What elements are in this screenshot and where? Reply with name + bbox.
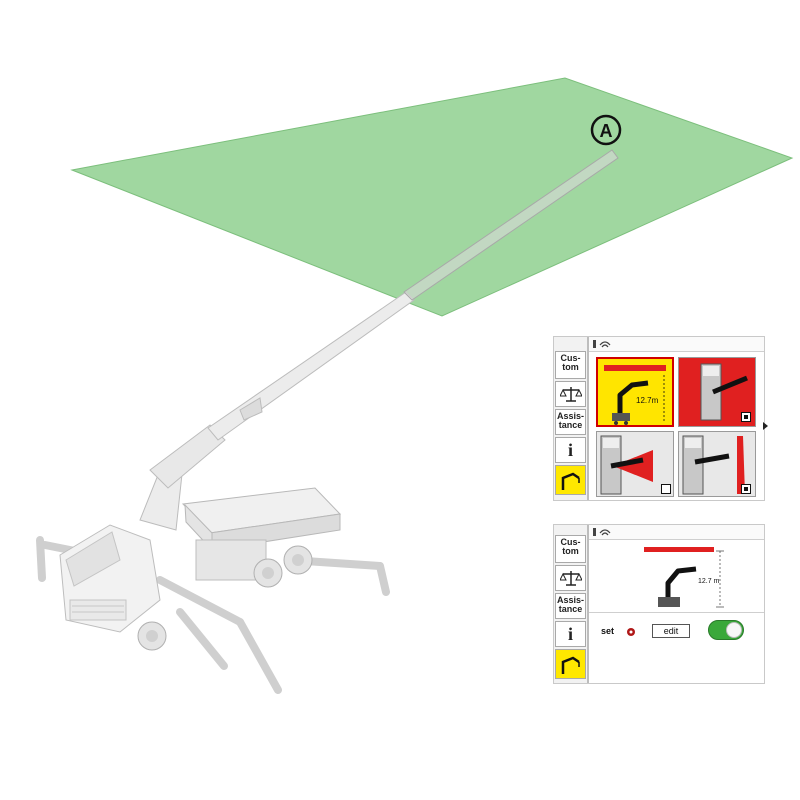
svg-text:A: A bbox=[600, 121, 613, 141]
height-value-label: 12.7m bbox=[636, 396, 659, 405]
slew-right-icon bbox=[700, 363, 748, 421]
edit-button[interactable]: edit bbox=[652, 624, 690, 638]
height-limit-plane bbox=[70, 77, 794, 317]
sidebar: Cus- tom Assis- tance i bbox=[554, 525, 589, 683]
custom-button[interactable]: Cus- tom bbox=[555, 351, 586, 379]
scale-button[interactable] bbox=[555, 565, 586, 591]
crane-icon bbox=[561, 656, 580, 674]
divider bbox=[589, 612, 764, 613]
height-setting-panel: Cus- tom Assis- tance i bbox=[553, 524, 765, 684]
limit-bar bbox=[604, 365, 666, 371]
crane-height-icon: 12.7m bbox=[612, 375, 665, 425]
truck bbox=[59, 487, 342, 651]
info-button[interactable]: i bbox=[555, 437, 586, 463]
scale-icon bbox=[558, 387, 583, 402]
tile-slew-right[interactable] bbox=[678, 357, 756, 427]
crane-mode-button[interactable] bbox=[555, 465, 586, 495]
info-icon: i bbox=[567, 440, 573, 460]
scale-icon bbox=[558, 571, 583, 586]
status-bar bbox=[589, 525, 764, 540]
set-label: set bbox=[601, 626, 615, 636]
status-bar bbox=[589, 337, 764, 352]
slew-left-icon bbox=[600, 435, 653, 495]
tile-height-limit[interactable]: 12.7m bbox=[596, 357, 674, 427]
custom-button[interactable]: Cus- tom bbox=[555, 535, 586, 563]
crane-mode-button[interactable] bbox=[555, 649, 586, 679]
assistance-button[interactable]: Assis- tance bbox=[555, 409, 586, 435]
crane-boom bbox=[139, 149, 619, 531]
assistance-label-line2: tance bbox=[558, 604, 583, 614]
crane-icon bbox=[561, 472, 580, 490]
assistance-label-line2: tance bbox=[558, 420, 583, 430]
custom-label-line1: Cus- bbox=[560, 353, 581, 363]
assistance-panel: Cus- tom Assis- tance i bbox=[553, 336, 768, 501]
slew-wall-checkbox[interactable] bbox=[741, 484, 751, 494]
custom-label-line1: Cus- bbox=[560, 537, 581, 547]
height-illustration: 12.7 m bbox=[644, 547, 724, 608]
chevron-right-icon[interactable] bbox=[762, 421, 770, 431]
custom-label-line2: tom bbox=[562, 546, 579, 556]
assistance-button[interactable]: Assis- tance bbox=[555, 593, 586, 619]
custom-label-line2: tom bbox=[562, 362, 579, 372]
sidebar: Cus- tom Assis- tance i bbox=[554, 337, 589, 500]
assistance-label-line1: Assis- bbox=[556, 595, 584, 605]
signal-icon bbox=[593, 528, 611, 536]
height-label: 12.7 m bbox=[698, 578, 720, 585]
tile-slew-left[interactable] bbox=[596, 431, 674, 497]
slew-left-checkbox[interactable] bbox=[661, 484, 671, 494]
scale-button[interactable] bbox=[555, 381, 586, 407]
assistance-label-line1: Assis- bbox=[556, 411, 584, 421]
info-icon: i bbox=[567, 624, 573, 644]
info-button[interactable]: i bbox=[555, 621, 586, 647]
toggle-knob bbox=[726, 622, 742, 638]
tile-slew-wall[interactable] bbox=[678, 431, 756, 497]
slew-right-checkbox[interactable] bbox=[741, 412, 751, 422]
height-limit-toggle[interactable] bbox=[708, 620, 744, 640]
marker-a: A bbox=[590, 114, 622, 146]
signal-icon bbox=[593, 340, 611, 348]
slew-wall-icon bbox=[682, 435, 745, 495]
set-point-icon[interactable] bbox=[626, 627, 636, 637]
